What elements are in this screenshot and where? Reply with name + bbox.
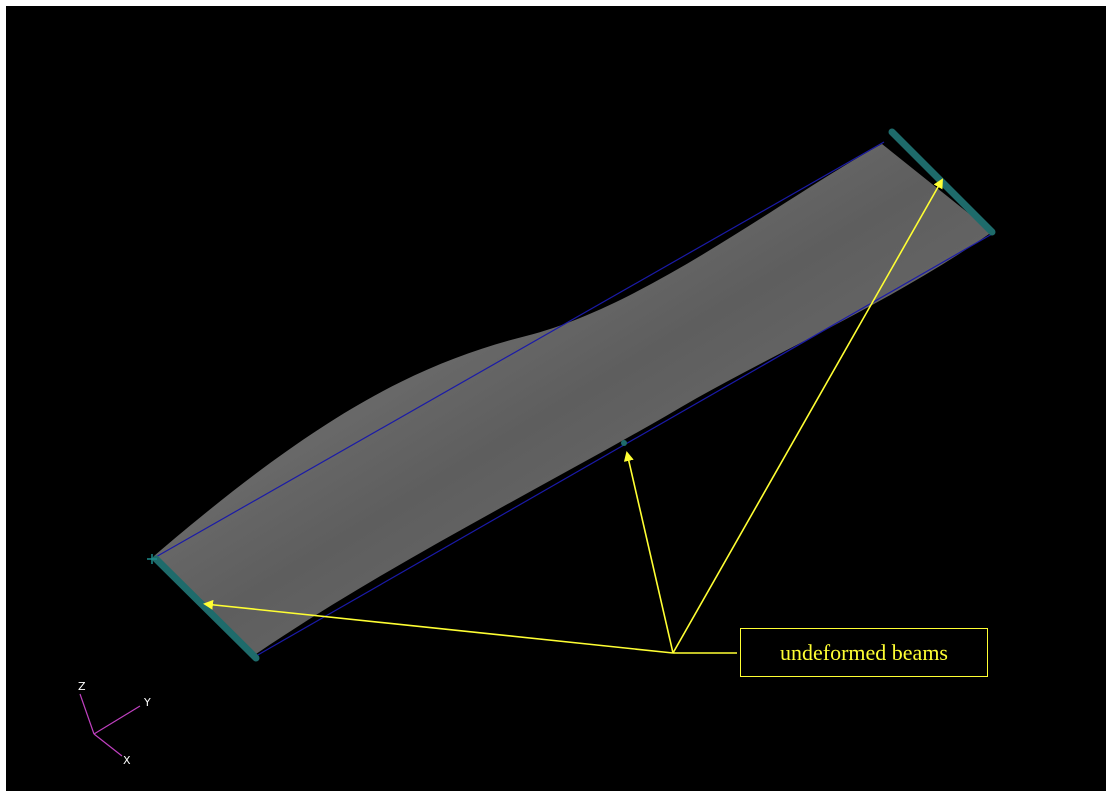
arrow-to-right-beam	[672, 178, 943, 654]
annotation-arrows	[203, 178, 943, 654]
center-node	[621, 440, 627, 446]
deformed-shell-surface	[154, 144, 992, 654]
annotation-callout: undeformed beams	[740, 628, 988, 677]
graphics-viewport[interactable]: Z Y X undeformed beams	[6, 6, 1106, 791]
arrow-to-left-beam	[203, 599, 674, 654]
outline-edge-top	[153, 141, 885, 559]
annotation-label: undeformed beams	[780, 639, 948, 665]
triad-z-axis	[79, 693, 95, 735]
triad-z-label: Z	[78, 680, 86, 693]
model-scene[interactable]: Z Y X	[6, 6, 1106, 791]
coordinate-triad: Z Y X	[78, 680, 151, 767]
triad-y-label: Y	[143, 696, 151, 709]
triad-x-axis	[93, 733, 123, 757]
triad-y-axis	[93, 705, 141, 735]
triad-x-label: X	[123, 754, 131, 767]
arrow-to-center-node	[623, 451, 674, 654]
